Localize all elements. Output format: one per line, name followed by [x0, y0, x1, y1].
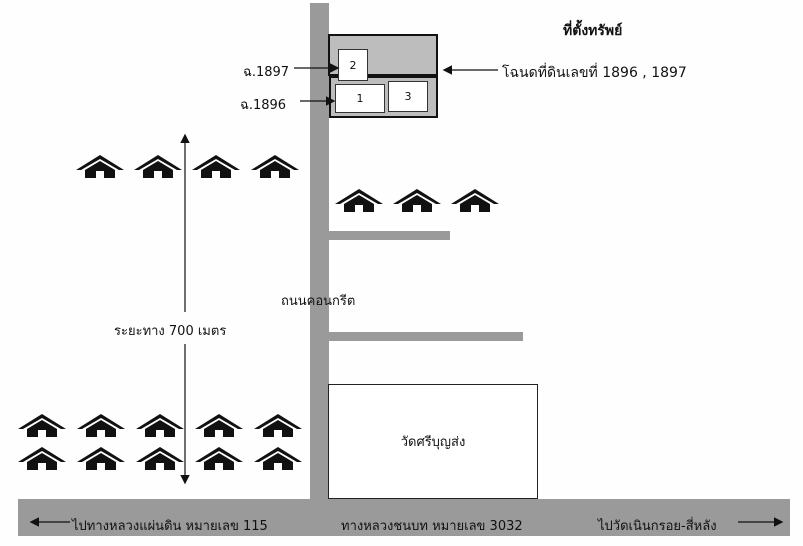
- highway-3032: [18, 499, 790, 536]
- plot-label-1897: ฉ.1897: [243, 65, 290, 80]
- road-label-center: ทางหลวงชนบท หมายเลข 3032: [341, 519, 523, 534]
- distance-label: ระยะทาง 700 เมตร: [110, 320, 231, 341]
- map-title: ที่ตั้งทรัพย์: [563, 23, 623, 39]
- lot-1: 1: [335, 84, 385, 113]
- lot-3: 3: [388, 81, 428, 112]
- concrete-road-label: ถนนคอนกรีต: [281, 294, 356, 309]
- house-icon: [18, 447, 66, 470]
- temple-label: วัดศรีบุญส่ง: [400, 435, 466, 450]
- house-icon: [195, 447, 243, 470]
- concrete-road-vertical: [310, 3, 329, 500]
- house-icon: [77, 447, 125, 470]
- side-road-upper: [329, 231, 450, 240]
- road-label-left: ไปทางหลวงแผ่นดิน หมายเลข 115: [72, 519, 268, 534]
- side-road-lower: [329, 332, 523, 341]
- house-icon: [134, 155, 182, 178]
- house-icon: [335, 189, 383, 212]
- house-icon: [136, 447, 184, 470]
- house-icon: [254, 447, 302, 470]
- temple-wat-si-bun-song: วัดศรีบุญส่ง: [328, 384, 538, 499]
- house-icon: [251, 155, 299, 178]
- house-icon: [136, 414, 184, 437]
- house-icon: [76, 155, 124, 178]
- road-label-right: ไปวัดเนินกรอย-สี่หลัง: [598, 519, 717, 534]
- house-icon: [18, 414, 66, 437]
- house-icon: [195, 414, 243, 437]
- house-icon: [77, 414, 125, 437]
- house-icon: [192, 155, 240, 178]
- house-icon: [393, 189, 441, 212]
- plot-label-1896: ฉ.1896: [240, 98, 287, 113]
- deed-label: โฉนดที่ดินเลขที่ 1896 , 1897: [502, 65, 687, 81]
- house-icon: [254, 414, 302, 437]
- house-icon: [451, 189, 499, 212]
